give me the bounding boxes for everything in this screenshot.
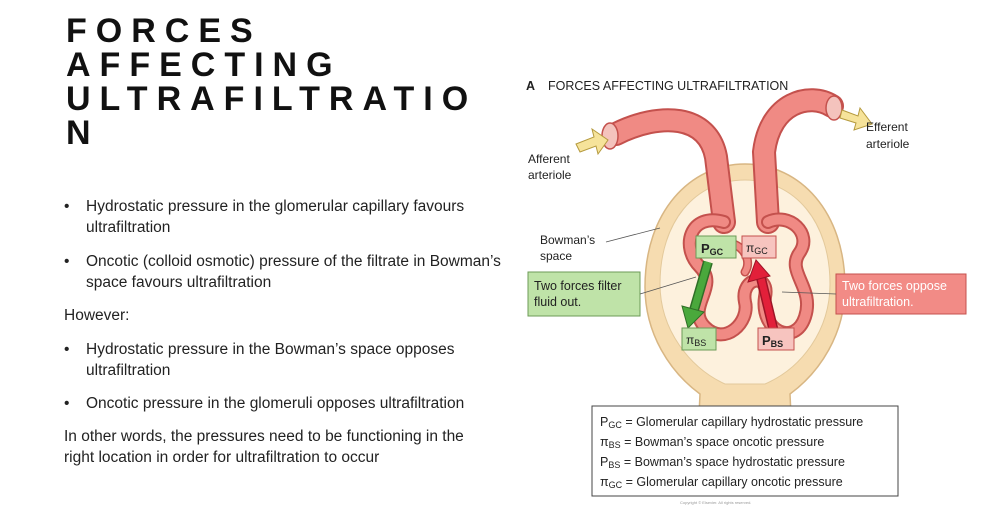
bullet-item: • Oncotic pressure in the glomeruli oppo… [64,393,504,414]
title-line: ULTRAFILTRATIO [66,82,486,116]
glomerulus-diagram: A FORCES AFFECTING ULTRAFILTRATION Affer… [520,72,980,508]
bullet-text: Hydrostatic pressure in the Bowman’s spa… [86,339,504,381]
legend-entry: πGC = Glomerular capillary oncotic press… [600,475,843,490]
page-title: FORCES AFFECTING ULTRAFILTRATIO N [66,14,486,150]
bullet-item: • Hydrostatic pressure in the glomerular… [64,196,504,238]
filter-callout-text: fluid out. [534,295,581,309]
efferent-label: arteriole [866,137,910,151]
copyright-notice: Copyright © Elsevier. All rights reserve… [680,500,751,505]
legend-entry: πBS = Bowman’s space oncotic pressure [600,435,824,450]
bullet-dot: • [64,251,69,272]
bowman-label: Bowman’s [540,233,595,247]
bullet-item: • Oncotic (colloid osmotic) pressure of … [64,251,504,293]
legend-entry: PBS = Bowman’s space hydrostatic pressur… [600,455,845,470]
title-line: FORCES [66,14,486,48]
efferent-opening [826,96,842,120]
title-line: N [66,116,486,150]
title-line: AFFECTING [66,48,486,82]
afferent-label: Afferent [528,152,570,166]
however-label: However: [64,305,494,326]
ultrafiltration-figure: A FORCES AFFECTING ULTRAFILTRATION Affer… [520,72,980,508]
bullet-dot: • [64,393,69,414]
efferent-label: Efferent [866,120,908,134]
bowman-label: space [540,249,572,263]
conclusion-text: In other words, the pressures need to be… [64,426,494,468]
bullet-dot: • [64,339,69,360]
bullet-item: • Hydrostatic pressure in the Bowman’s s… [64,339,504,381]
oppose-callout-text: ultrafiltration. [842,295,914,309]
bullet-dot: • [64,196,69,217]
afferent-label: arteriole [528,168,572,182]
oppose-callout-text: Two forces oppose [842,279,947,293]
filter-callout-text: Two forces filter [534,279,622,293]
legend-entry: PGC = Glomerular capillary hydrostatic p… [600,415,863,430]
bullet-text: Oncotic pressure in the glomeruli oppose… [86,393,504,414]
bullet-text: Hydrostatic pressure in the glomerular c… [86,196,504,238]
panel-letter: A [526,79,535,93]
bullet-text: Oncotic (colloid osmotic) pressure of th… [86,251,504,293]
figure-heading: FORCES AFFECTING ULTRAFILTRATION [548,79,788,93]
